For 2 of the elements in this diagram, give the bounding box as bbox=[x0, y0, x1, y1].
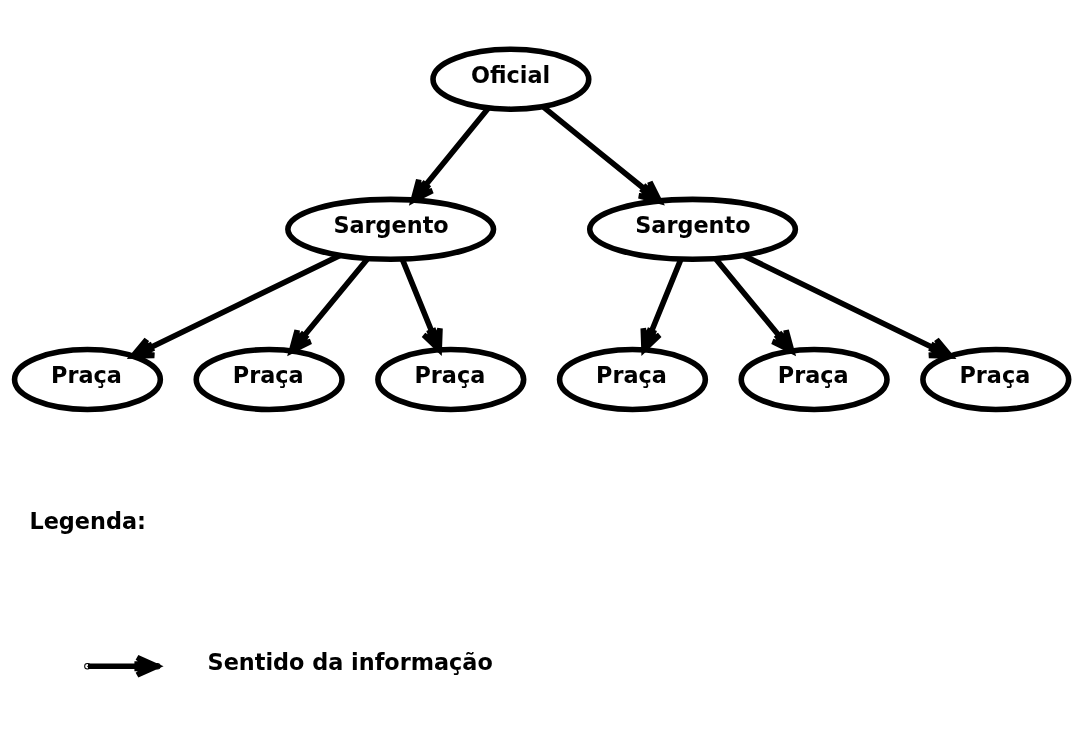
label: Legenda: bbox=[29, 507, 146, 534]
legend-label: Sentido da informação bbox=[207, 648, 493, 675]
